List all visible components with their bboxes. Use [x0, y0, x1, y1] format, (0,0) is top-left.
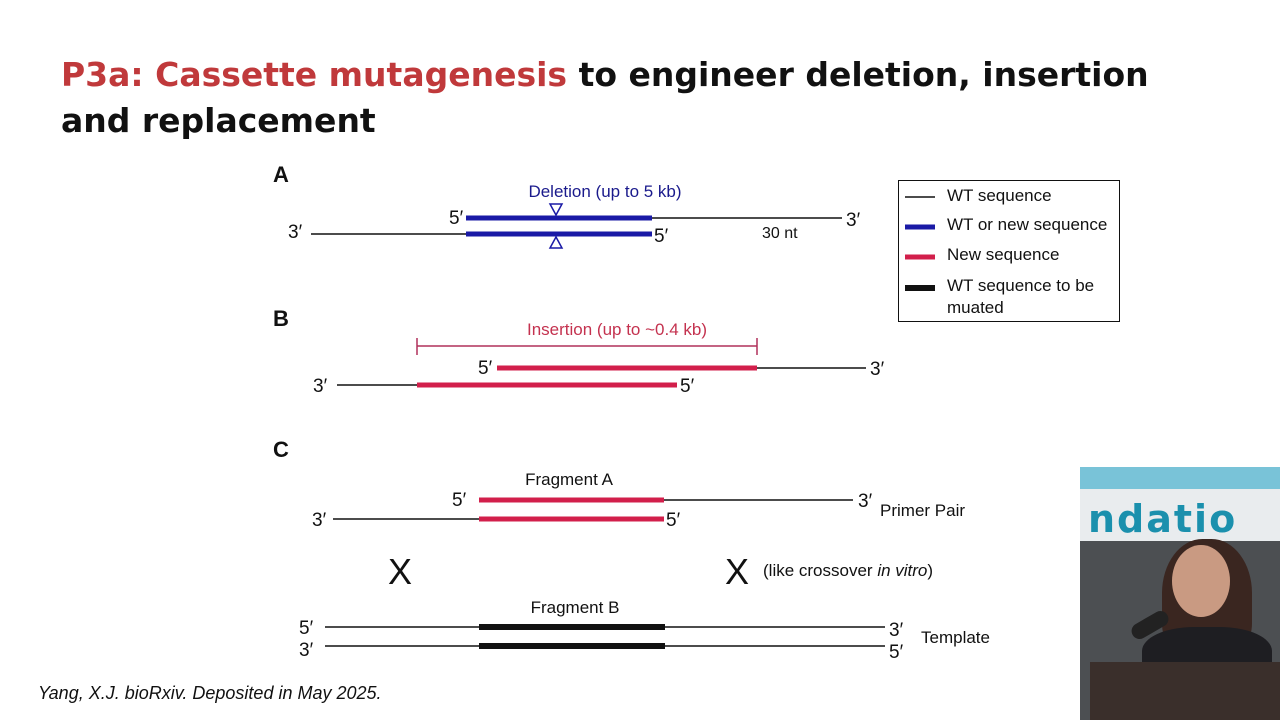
slide-title: P3a: Cassette mutagenesis to engineer de… — [61, 52, 1161, 144]
panel-b-top-right-end: 3′ — [870, 359, 885, 380]
legend-item-wt-or-new: WT or new sequence — [905, 214, 1119, 236]
legend-item-wt: WT sequence — [905, 185, 1119, 207]
template-bottom-left-end: 3′ — [299, 640, 314, 661]
crossover-note-italic: in vitro — [877, 561, 927, 580]
panel-a-bottom-right-end: 5′ — [654, 226, 669, 247]
template-label: Template — [921, 628, 990, 647]
panel-b-bottom-left-end: 3′ — [313, 376, 328, 397]
title-highlight: P3a: Cassette mutagenesis — [61, 55, 568, 94]
primer-bottom-left-end: 3′ — [312, 510, 327, 531]
fragment-a-label: Fragment A — [525, 470, 614, 489]
blue-swatch-icon — [905, 224, 935, 230]
panel-a-top-right-end: 3′ — [846, 210, 861, 231]
speaker-video-thumbnail: ndatio — [1080, 467, 1280, 720]
podium — [1090, 662, 1280, 720]
panel-a-bottom-left-end: 3′ — [288, 222, 303, 243]
legend-item-new: New sequence — [905, 244, 1119, 266]
legend-label-to-mutate: WT sequence to be muated — [947, 276, 1095, 317]
primer-bottom-right-end: 5′ — [666, 510, 681, 531]
panel-b-letter: B — [273, 306, 289, 331]
primer-pair-label: Primer Pair — [880, 501, 965, 520]
panel-b-bottom-right-end: 5′ — [680, 376, 695, 397]
thick-black-swatch-icon — [905, 285, 935, 291]
banner-text: ndatio — [1088, 497, 1238, 541]
crossover-note: (like crossover in vitro) — [763, 561, 933, 580]
primer-top-right-end: 3′ — [858, 491, 873, 512]
template-top-right-end: 3′ — [889, 620, 904, 641]
crossover-left-mark: X — [388, 551, 412, 592]
title-rest: to engineer deletion, insertion and repl… — [61, 55, 1149, 140]
legend-label-new: New sequence — [947, 245, 1060, 264]
crossover-note-text: (like crossover — [763, 561, 877, 580]
thin-black-swatch-icon — [905, 196, 935, 198]
template-top-left-end: 5′ — [299, 618, 314, 639]
speaker-face — [1172, 545, 1230, 617]
template-bottom-right-end: 5′ — [889, 642, 904, 663]
legend: WT sequence WT or new sequence New seque… — [898, 180, 1120, 322]
panel-a-top-left-end: 5′ — [449, 208, 464, 229]
legend-label-wt-or-new: WT or new sequence — [947, 215, 1108, 234]
panel-a-length-label: 30 nt — [762, 225, 798, 242]
deletion-marker-top-icon — [548, 203, 564, 217]
panel-c-letter: C — [273, 437, 289, 462]
crossover-right-mark: X — [725, 551, 749, 592]
deletion-label: Deletion (up to 5 kb) — [528, 182, 681, 201]
legend-item-to-mutate: WT sequence to be muated — [905, 275, 1119, 319]
insertion-label: Insertion (up to ~0.4 kb) — [527, 320, 707, 339]
legend-label-wt: WT sequence — [947, 186, 1052, 205]
deletion-marker-bottom-icon — [548, 235, 564, 249]
panel-a-letter: A — [273, 162, 289, 187]
backdrop-banner — [1080, 489, 1280, 541]
citation: Yang, X.J. bioRxiv. Deposited in May 202… — [38, 683, 382, 703]
fragment-b-label: Fragment B — [531, 598, 620, 617]
red-swatch-icon — [905, 254, 935, 260]
panel-b-top-left-end: 5′ — [478, 358, 493, 379]
primer-top-left-end: 5′ — [452, 490, 467, 511]
banner-top-stripe — [1080, 467, 1280, 489]
crossover-note-close: ) — [927, 561, 933, 580]
